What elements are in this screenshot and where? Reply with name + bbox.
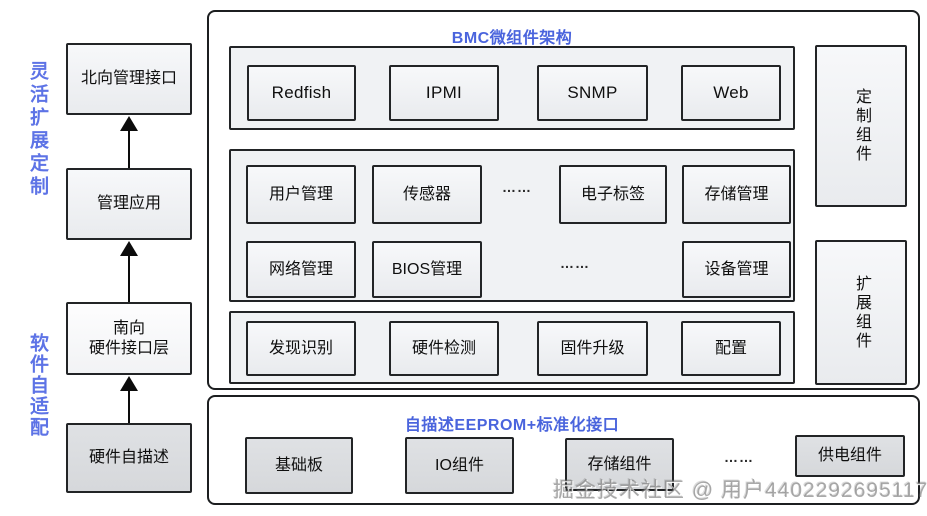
base-function-group: 发现识别 硬件检测 固件升级 配置 xyxy=(229,311,795,384)
bmc-architecture-panel: BMC微组件架构 Redfish IPMI SNMP Web 用户管理 传感器 … xyxy=(207,10,920,390)
box-hardware-detect: 硬件检测 xyxy=(389,321,499,376)
arrow-head-icon xyxy=(120,241,138,256)
box-storage-component: 存储组件 xyxy=(565,438,674,491)
box-extension-component: 扩展组件 xyxy=(815,240,907,385)
arrow-up-icon xyxy=(120,376,138,423)
box-custom-component: 定制组件 xyxy=(815,45,907,207)
interface-layer-group: Redfish IPMI SNMP Web xyxy=(229,46,795,130)
box-user-mgmt: 用户管理 xyxy=(246,165,356,224)
box-network-mgmt: 网络管理 xyxy=(246,241,356,298)
arrow-up-icon xyxy=(120,116,138,168)
ellipsis-services-row2: …… xyxy=(560,255,590,271)
service-layer-group: 用户管理 传感器 …… 电子标签 存储管理 网络管理 BIOS管理 …… 设备管… xyxy=(229,149,795,302)
box-storage-mgmt: 存储管理 xyxy=(682,165,791,224)
box-sensor: 传感器 xyxy=(372,165,482,224)
extension-component-label: 扩展组件 xyxy=(853,274,870,351)
box-snmp: SNMP xyxy=(537,65,648,121)
box-configuration: 配置 xyxy=(681,321,781,376)
box-io-component: IO组件 xyxy=(405,437,514,494)
arrow-head-icon xyxy=(120,376,138,391)
eeprom-panel-title: 自描述EEPROM+标准化接口 xyxy=(404,417,620,434)
arrow-up-icon xyxy=(120,241,138,302)
arrow-shaft xyxy=(127,129,131,168)
box-device-mgmt: 设备管理 xyxy=(682,241,791,298)
arrow-head-icon xyxy=(120,116,138,131)
box-northbound-mgmt-interface: 北向管理接口 xyxy=(66,43,192,115)
box-mgmt-application: 管理应用 xyxy=(66,168,192,240)
ellipsis-bottom-row: …… xyxy=(724,449,754,465)
box-discovery-identify: 发现识别 xyxy=(246,321,356,376)
box-web: Web xyxy=(681,65,781,121)
ellipsis-services-row1: …… xyxy=(502,179,532,195)
bmc-architecture-title: BMC微组件架构 xyxy=(451,30,573,47)
box-ipmi: IPMI xyxy=(389,65,499,121)
box-electronic-label: 电子标签 xyxy=(559,165,667,224)
arrow-shaft xyxy=(127,389,131,423)
label-flexible-expand-customize: 灵活扩展定制 xyxy=(27,61,48,199)
box-baseboard: 基础板 xyxy=(245,437,353,494)
custom-component-label: 定制组件 xyxy=(853,88,870,164)
box-hw-self-description: 硬件自描述 xyxy=(66,423,192,493)
eeprom-standard-interface-panel: 自描述EEPROM+标准化接口 基础板 IO组件 存储组件 …… 供电组件 xyxy=(207,395,920,505)
arrow-shaft xyxy=(127,254,131,302)
box-power-component: 供电组件 xyxy=(795,435,905,477)
box-southbound-hw-interface-layer: 南向 硬件接口层 xyxy=(66,302,192,375)
box-bios-mgmt: BIOS管理 xyxy=(372,241,482,298)
label-software-self-adaptation: 软件自适配 xyxy=(27,333,48,438)
box-redfish: Redfish xyxy=(247,65,356,121)
box-firmware-upgrade: 固件升级 xyxy=(537,321,648,376)
